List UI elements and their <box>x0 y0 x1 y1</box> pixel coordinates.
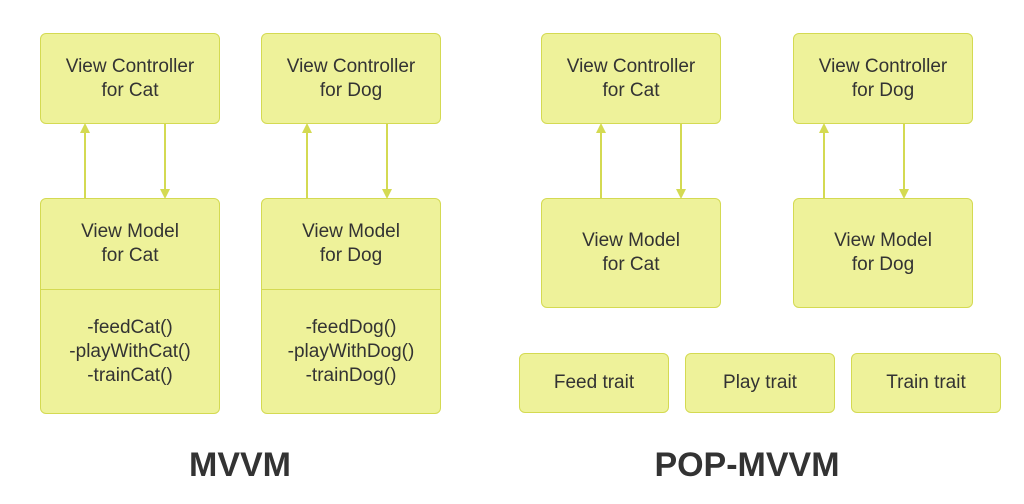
view-model-methods: -feedCat() -playWithCat() -trainCat() <box>41 290 219 413</box>
view-model-methods: -feedDog() -playWithDog() -trainDog() <box>262 290 440 413</box>
divider <box>262 289 440 290</box>
method-line: -trainCat() <box>87 364 173 386</box>
box-label-line: View Model <box>302 221 400 242</box>
method-line: -playWithCat() <box>69 340 191 362</box>
mvvm-view-controller-cat: View Controller for Cat <box>40 33 220 124</box>
box-label-line: for Cat <box>602 79 660 101</box>
divider <box>41 289 219 290</box>
box-label-line: for Cat <box>101 245 159 266</box>
box-label-line: for Cat <box>101 79 159 101</box>
pop-view-controller-cat: View Controller for Cat <box>541 33 721 124</box>
box-label-line: View Model <box>81 221 179 242</box>
method-line: -playWithDog() <box>287 340 415 362</box>
mvvm-heading: MVVM <box>189 446 291 484</box>
pop-view-model-cat: View Model for Cat <box>541 198 721 308</box>
box-label-line: for Dog <box>851 79 915 101</box>
method-line: -trainDog() <box>305 364 397 386</box>
box-label-line: for Dog <box>319 79 383 101</box>
box-label-line: for Cat <box>602 254 660 275</box>
train-trait: Train trait <box>851 353 1001 413</box>
box-label-line: for Dog <box>851 254 915 275</box>
box-label-line: View Model <box>582 230 680 251</box>
pop-view-controller-dog: View Controller for Dog <box>793 33 973 124</box>
method-line: -feedCat() <box>87 316 173 338</box>
pop-mvvm-heading: POP-MVVM <box>654 446 840 484</box>
method-line: -feedDog() <box>305 316 397 338</box>
pop-view-model-dog: View Model for Dog <box>793 198 973 308</box>
mvvm-view-model-dog: View Model for Dog -feedDog() -playWithD… <box>261 198 441 414</box>
mvvm-view-controller-dog: View Controller for Dog <box>261 33 441 124</box>
box-label-line: View Controller <box>566 55 696 77</box>
feed-trait: Feed trait <box>519 353 669 413</box>
box-label-line: View Controller <box>65 55 195 77</box>
box-label-line: View Controller <box>818 55 948 77</box>
play-trait: Play trait <box>685 353 835 413</box>
box-label-line: for Dog <box>319 245 383 266</box>
view-model-title: View Model for Dog <box>262 199 440 289</box>
view-model-title: View Model for Cat <box>41 199 219 289</box>
box-label-line: View Model <box>834 230 932 251</box>
mvvm-view-model-cat: View Model for Cat -feedCat() -playWithC… <box>40 198 220 414</box>
box-label-line: View Controller <box>286 55 416 77</box>
